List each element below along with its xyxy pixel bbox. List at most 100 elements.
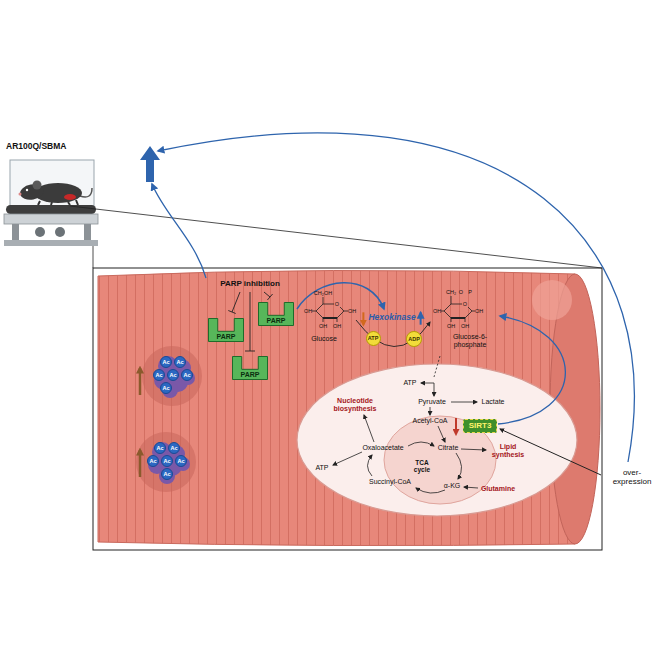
bond <box>344 311 348 312</box>
cytoplasm-region <box>297 364 577 516</box>
decrease-arrow <box>362 312 364 324</box>
tca-arrow <box>408 442 434 446</box>
cycle-label: TCA cycle <box>411 459 433 473</box>
metabolite-label: Lactate <box>482 398 505 406</box>
acetyl-mark: Ac <box>160 356 172 368</box>
node-text: Ac <box>162 385 169 391</box>
acetyl-mark: Ac <box>175 455 187 467</box>
bond <box>337 318 338 322</box>
node-text: Ac <box>155 372 162 378</box>
parp-enzyme: PARP <box>232 356 268 380</box>
chemical-group: OH <box>433 308 441 314</box>
node-text: Ac <box>169 372 176 378</box>
cofactor-circle: ADP <box>406 331 422 347</box>
node-text: PARP <box>217 333 236 341</box>
inhibition-line <box>232 292 240 312</box>
inhibition-bar <box>267 294 272 300</box>
acetyl-mark: Ac <box>154 442 166 454</box>
regulation-arrow <box>498 316 565 424</box>
node-text: Ac <box>149 458 156 464</box>
acetyl-mark: Ac <box>147 455 159 467</box>
acetyl-mark: Ac <box>174 356 186 368</box>
ring-bond <box>451 317 465 319</box>
chemical-group: OH <box>319 323 327 329</box>
flux-arrow <box>434 383 435 396</box>
inhibition-bar <box>245 351 255 352</box>
treadmill-knob <box>35 227 45 237</box>
acetyl-mark: Ac <box>181 369 193 381</box>
acetyl-mark: Ac <box>161 468 173 480</box>
phosphorylation-arc <box>356 320 430 347</box>
decrease-arrow <box>455 418 457 434</box>
flux-arrow <box>430 407 431 415</box>
bond <box>465 318 466 322</box>
acetylated-aggregates <box>136 346 202 492</box>
node-text: Ac <box>177 458 184 464</box>
parp-enzyme: PARP <box>208 318 244 342</box>
dashed-flux <box>434 356 440 377</box>
myonucleus <box>136 432 196 492</box>
node-text: Ac <box>176 359 183 365</box>
mouse-ear <box>33 181 42 190</box>
mouse-eye <box>26 189 28 191</box>
chemical-group: OH <box>461 323 469 329</box>
enzyme-label: Hexokinase <box>368 313 415 322</box>
node-text: Ac <box>170 445 177 451</box>
node-text: Ac <box>162 359 169 365</box>
protein-aggregate <box>159 468 175 484</box>
parp-outline <box>259 303 294 326</box>
ring-bond <box>323 317 337 319</box>
chemical-group: OH <box>475 308 483 314</box>
inset-frame <box>93 268 602 550</box>
flux-arrow <box>451 402 477 403</box>
acetyl-mark: Ac <box>153 369 165 381</box>
mouse-nose <box>19 193 22 196</box>
sirt3-box: SIRT3 <box>463 419 497 433</box>
treatment-label: PARP inhibition <box>220 280 280 289</box>
metabolite-label: ATP <box>315 464 328 472</box>
treadmill-chamber <box>10 160 94 206</box>
treadmill-knob <box>55 227 65 237</box>
metabolite-label: Acetyl-CoA <box>412 417 447 425</box>
metabolite-label: α-KG <box>444 482 461 490</box>
metabolite-label: Oxaloacetate <box>362 444 403 452</box>
inhibition-line <box>250 292 251 351</box>
acetyl-mark: Ac <box>168 442 180 454</box>
bond <box>323 318 324 322</box>
flux-arrow <box>438 426 445 442</box>
flux-arrow <box>333 452 362 465</box>
acetyl-mark: Ac <box>167 369 179 381</box>
tca-arrow <box>368 455 373 476</box>
treadmill-leg <box>84 224 91 242</box>
parp-outline <box>233 357 268 380</box>
node-text: SIRT3 <box>469 422 492 431</box>
muscle-highlight <box>64 194 76 200</box>
bond <box>451 296 452 304</box>
metabolite-label: Citrate <box>438 444 459 452</box>
chemical-group: CH₂OH <box>314 290 332 296</box>
chemical-group: P <box>468 289 472 295</box>
bond <box>441 311 444 312</box>
zoom-line <box>93 246 94 268</box>
pathway-output: Lipid synthesis <box>488 443 528 458</box>
pathway-input: Glutamine <box>481 485 515 493</box>
treadmill-base <box>4 240 98 246</box>
inhibition-bar <box>228 311 235 314</box>
mouse <box>19 181 93 206</box>
node-text: Ac <box>163 471 170 477</box>
inhibition-line <box>264 292 270 297</box>
flux-arrow <box>461 449 486 450</box>
rescue-arrow <box>158 133 634 462</box>
myonucleus <box>532 280 572 320</box>
flux-arrow <box>421 383 434 384</box>
increase-arrow <box>420 312 422 324</box>
glucose-structure <box>312 297 348 322</box>
increase-arrow <box>139 368 142 395</box>
chemical-group: OH <box>348 308 356 314</box>
treadmill <box>4 160 98 246</box>
bond <box>323 297 324 304</box>
chemical-group: O <box>459 289 463 295</box>
cofactor-circle: ATP <box>366 331 381 346</box>
